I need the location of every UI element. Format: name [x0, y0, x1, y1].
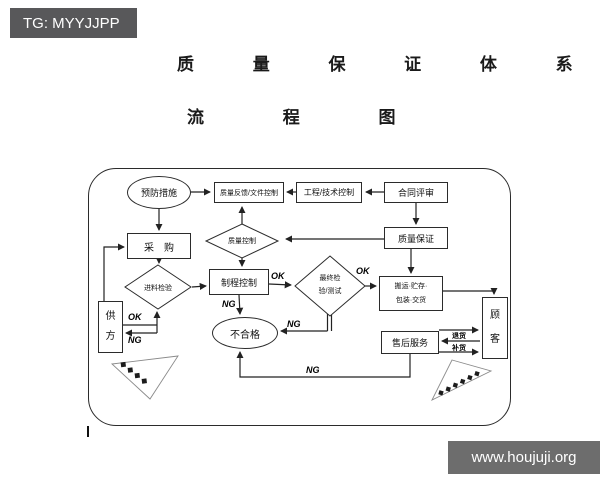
watermark-bar: www.houjuji.org [448, 441, 600, 474]
edge-label-process-ok: OK [271, 271, 285, 281]
edge-label-process-ng: NG [222, 299, 236, 309]
node-label: 合同评审 [397, 188, 434, 198]
node-label-char2: 客 [490, 334, 500, 345]
edge-process-ng-to-noncon [236, 294, 244, 315]
edge-label-supplier-ng: NG [128, 335, 142, 345]
diamond-incoming-inspection [124, 264, 192, 310]
edge-handling-to-customer [443, 287, 498, 295]
node-preventive-measures: 预防措施 [127, 176, 191, 209]
node-purchasing: 采 购 [127, 233, 191, 259]
node-quality-feedback-doc-control: 质量反馈/文件控制 [214, 182, 284, 203]
node-label-line2: 包装·交货 [395, 296, 427, 304]
node-after-sales-service: 售后服务 [381, 331, 439, 354]
text-cursor-mark [87, 426, 89, 437]
node-label-char2: 方 [105, 331, 116, 342]
node-label-line2: 验/测试 [318, 288, 342, 296]
handwritten-stamp-right-outline [431, 359, 493, 401]
edge-supplier-to-purchasing [103, 243, 125, 301]
edge-label-return-goods: 退货 [452, 333, 466, 340]
node-engineering-tech-control: 工程/技术控制 [296, 182, 362, 203]
node-label-char1: 顾 [490, 310, 500, 321]
node-label: 预防措施 [140, 188, 177, 198]
diamond-final-test [294, 255, 366, 317]
node-final-test-label: 最终检 验/测试 [302, 272, 358, 299]
page-subtitle: 流 程 图 [187, 108, 433, 127]
node-label: 工程/技术控制 [303, 188, 355, 197]
edge-incoming-to-process [191, 282, 207, 291]
flowchart-border [88, 168, 511, 426]
edge-label-replacement: 补货 [452, 345, 466, 352]
watermark-text: www.houjuji.org [471, 449, 577, 466]
node-label-char1: 供 [105, 311, 116, 322]
node-handling-storage-packing-delivery: 搬运·贮存· 包装·交货 [379, 276, 443, 311]
node-supplier: 供 方 [98, 301, 123, 353]
node-nonconforming: 不合格 [212, 317, 278, 349]
edge-label-service-ng: NG [306, 365, 320, 375]
node-label: 采 购 [144, 242, 174, 254]
node-label: 制程控制 [220, 277, 257, 288]
node-process-control: 制程控制 [209, 269, 269, 295]
edge-label-final-ok: OK [356, 266, 370, 276]
node-label-line1: 最终检 [319, 275, 341, 282]
node-label: 售后服务 [391, 338, 428, 348]
node-label: 质量反馈/文件控制 [220, 189, 278, 197]
node-label: 不合格 [230, 329, 260, 341]
page-title: 质 量 保 证 体 系 [177, 55, 600, 74]
node-label-line1: 搬运·贮存· [394, 283, 428, 291]
edge-label-final-ng: NG [287, 319, 301, 329]
edge-label-supplier-ok: OK [128, 312, 142, 322]
handwritten-stamp-left-outline [110, 355, 179, 400]
node-customer: 顾 客 [482, 297, 508, 359]
diamond-quality-control [204, 223, 280, 259]
node-quality-assurance: 质量保证 [384, 227, 448, 249]
node-contract-review: 合同评审 [384, 182, 448, 203]
edge-service-ng-to-noncon [236, 351, 411, 378]
node-incoming-inspection-label: 进料检验 [144, 285, 172, 292]
edge-process-ok-to-final [268, 281, 292, 289]
node-quality-control-label: 质量控制 [228, 238, 256, 245]
node-label: 质量保证 [397, 233, 434, 244]
source-tag-badge: TG: MYYJJPP [10, 8, 137, 38]
